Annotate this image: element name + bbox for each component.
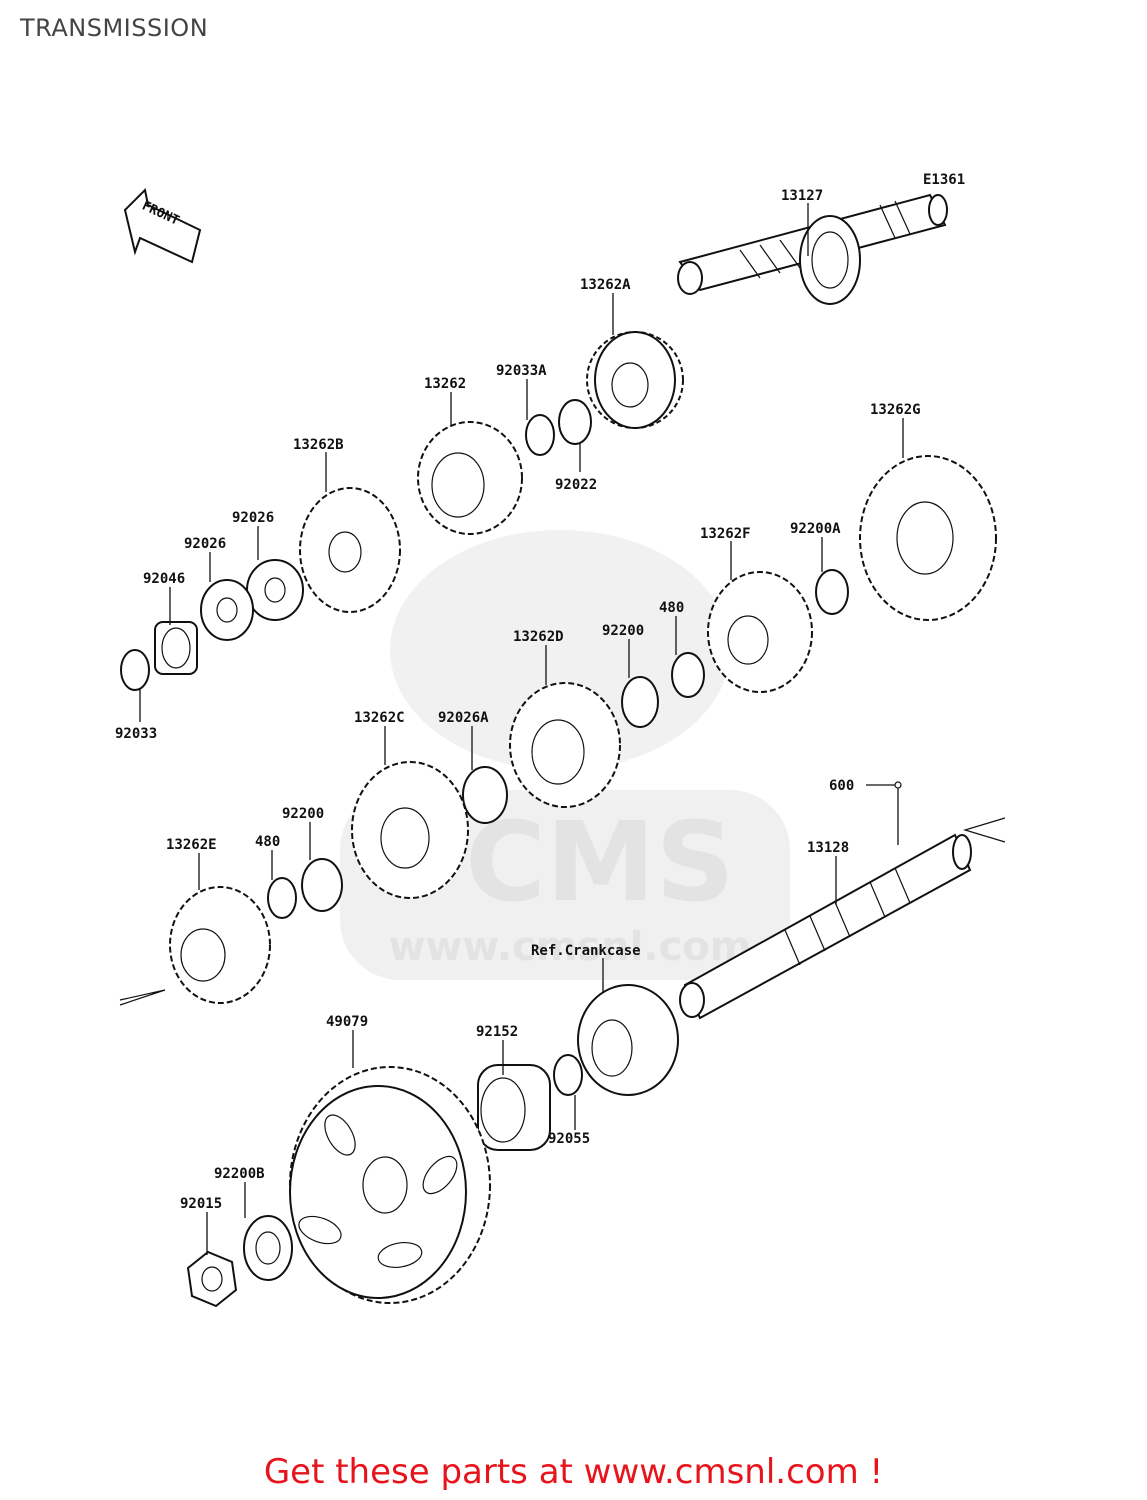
callout-92046: 92046	[143, 571, 185, 587]
callout-13262A: 13262A	[580, 277, 631, 293]
gear-13262D	[509, 682, 621, 808]
gear-13262E	[169, 886, 271, 1004]
callout-13127: 13127	[781, 188, 823, 204]
front-direction-icon: FRONT	[123, 187, 202, 264]
snap-ring-480-upper	[671, 652, 705, 698]
washer-92022	[558, 399, 592, 445]
callout-dot-600	[894, 781, 902, 789]
callout-13262F: 13262F	[700, 526, 751, 542]
bearing-ref-crankcase	[577, 984, 679, 1096]
needle-bearing-92046	[154, 621, 198, 675]
snap-ring-480-lower	[267, 877, 297, 919]
watermark-brand: CMS	[465, 798, 734, 926]
callout-92026-inner: 92026	[184, 536, 226, 552]
shaft-13127	[677, 193, 948, 305]
gear-13262G	[859, 455, 997, 621]
callout-92152: 92152	[476, 1024, 518, 1040]
callout-13262E: 13262E	[166, 837, 217, 853]
nut-92015	[186, 1250, 238, 1308]
callout-92022: 92022	[555, 477, 597, 493]
gear-13262F	[707, 571, 813, 693]
callout-13128: 13128	[807, 840, 849, 856]
gear-13262	[417, 421, 523, 535]
circlip-92055	[553, 1054, 583, 1096]
page-title: TRANSMISSION	[20, 14, 209, 42]
ref-code: E1361	[923, 172, 965, 188]
watermark-url: www.cmsnl.com	[389, 924, 752, 970]
callout-480-lower: 480	[255, 834, 280, 850]
callout-13262B: 13262B	[293, 437, 344, 453]
snap-ring-92033A	[525, 414, 555, 456]
callout-92033: 92033	[115, 726, 157, 742]
callout-92026A: 92026A	[438, 710, 489, 726]
callout-92033A: 92033A	[496, 363, 547, 379]
callout-92055: 92055	[548, 1131, 590, 1147]
shaft-13128	[679, 833, 972, 1020]
gear-13262A	[586, 331, 684, 429]
axis-arrow-right	[962, 817, 1006, 843]
callout-92200A: 92200A	[790, 521, 841, 537]
callout-labels: 13127 13262A 92033A 13262 92022 13262B 9…	[115, 188, 921, 1212]
washer-92026-inner	[200, 579, 254, 641]
callout-ref-crankcase: Ref.Crankcase	[531, 943, 641, 959]
callout-13262: 13262	[424, 376, 466, 392]
washer-92200-lower	[301, 858, 343, 912]
washer-92200A	[815, 569, 849, 615]
sprocket-49079	[289, 1066, 491, 1304]
callout-92200-lower: 92200	[282, 806, 324, 822]
callout-leaders	[139, 203, 904, 1255]
callout-92015: 92015	[180, 1196, 222, 1212]
snap-ring-92033	[120, 649, 150, 691]
collar-92152	[477, 1064, 551, 1151]
callout-480-upper: 480	[659, 600, 684, 616]
washer-92200B	[243, 1215, 293, 1281]
transmission-exploded-diagram: CMS www.cmsnl.com FRONT E1361	[115, 172, 1006, 1308]
callout-49079: 49079	[326, 1014, 368, 1030]
callout-13262D: 13262D	[513, 629, 564, 645]
callout-92200B: 92200B	[214, 1166, 265, 1182]
footer-link-text[interactable]: Get these parts at www.cmsnl.com !	[263, 1452, 884, 1492]
axis-arrow-left	[119, 989, 166, 1006]
gear-13262C	[351, 761, 469, 899]
callout-13262G: 13262G	[870, 402, 921, 418]
callout-13262C: 13262C	[354, 710, 405, 726]
washer-92026A	[462, 766, 508, 824]
callout-92026-outer: 92026	[232, 510, 274, 526]
washer-92200-upper	[621, 676, 659, 728]
washer-92026-outer	[246, 559, 304, 621]
gear-13262B	[299, 487, 401, 613]
callout-92200-upper: 92200	[602, 623, 644, 639]
callout-600: 600	[829, 778, 854, 794]
